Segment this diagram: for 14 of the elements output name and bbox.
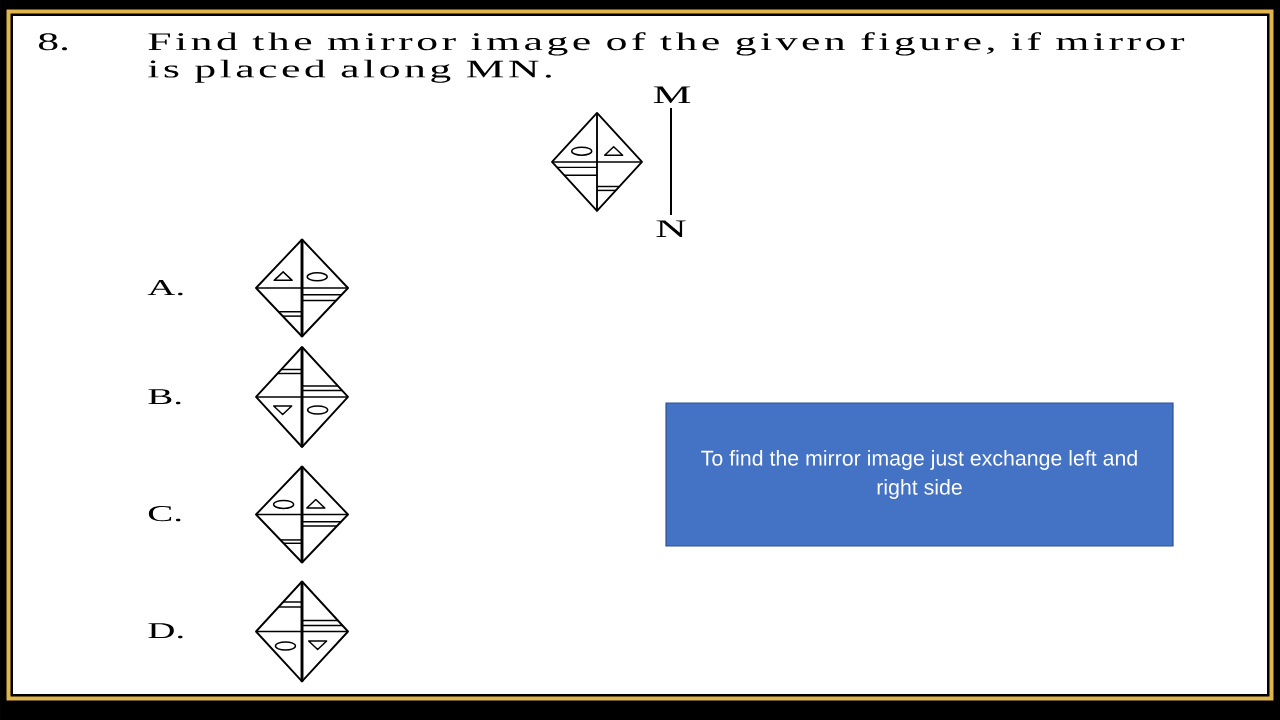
question-text: Find the mirror image of the given figure, if mirror is placed along MN.: [148, 32, 1185, 83]
option-letter: B.: [148, 389, 181, 405]
hint-box: To find the mirror image just exchange left and right side: [665, 402, 1174, 547]
diamond-figure: [255, 238, 349, 338]
diamond-figure: [255, 580, 349, 683]
mirror-end-label: M: [653, 86, 691, 103]
mirror-end-label: N: [656, 220, 686, 237]
question-number: 8.: [38, 33, 68, 51]
diamond-figure: [551, 112, 643, 212]
option-letter: D.: [148, 623, 183, 639]
diamond-figure: [255, 465, 349, 564]
diamond-figure: [255, 346, 349, 448]
option-letter: A.: [147, 280, 183, 296]
option-letter: C.: [148, 506, 181, 522]
